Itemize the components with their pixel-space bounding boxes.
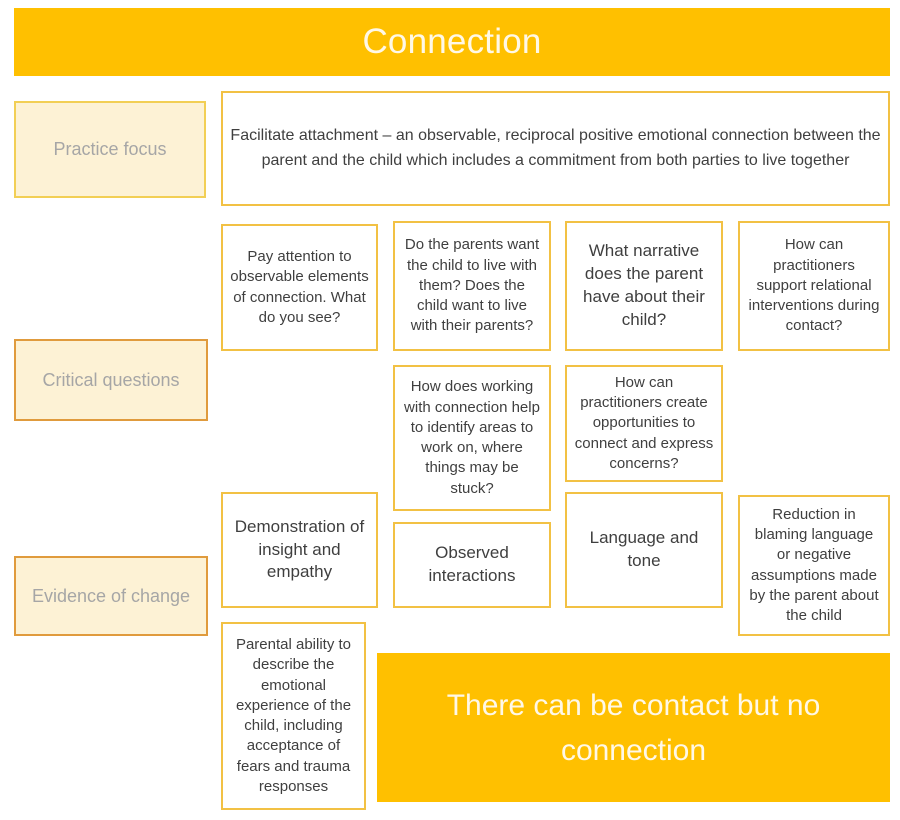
critical-question-text: What narrative does the parent have abou… xyxy=(583,241,705,329)
evidence-card: Observed interactions xyxy=(393,522,551,608)
evidence-text: Language and tone xyxy=(589,528,699,570)
evidence-text: Reduction in blaming language or negativ… xyxy=(749,505,879,624)
evidence-card: Parental ability to describe the emotion… xyxy=(221,622,366,810)
practice-focus-statement-card: Facilitate attachment – an observable, r… xyxy=(221,91,890,206)
evidence-card: Language and tone xyxy=(565,492,723,608)
evidence-text: Observed interactions xyxy=(428,543,516,585)
critical-question-card: How does working with connection help to… xyxy=(393,365,551,511)
critical-question-card: What narrative does the parent have abou… xyxy=(565,221,723,351)
critical-question-text: How can practitioners support relational… xyxy=(748,236,880,335)
evidence-text: Demonstration of insight and empathy xyxy=(234,516,365,582)
row-label-evidence-of-change-text: Evidence of change xyxy=(31,585,191,606)
critical-question-text: How can practitioners create opportuniti… xyxy=(574,373,714,472)
critical-question-card: How can practitioners create opportuniti… xyxy=(565,365,723,482)
row-label-practice-focus: Practice focus xyxy=(14,101,206,198)
critical-question-text: Pay attention to observable elements of … xyxy=(230,248,369,326)
row-label-practice-focus-text: Practice focus xyxy=(53,139,167,160)
critical-question-card: How can practitioners support relational… xyxy=(738,221,890,351)
footer-statement-text: There can be contact but no connection xyxy=(446,688,821,767)
critical-question-card: Pay attention to observable elements of … xyxy=(221,224,378,351)
critical-question-card: Do the parents want the child to live wi… xyxy=(393,221,551,351)
page-title: Connection xyxy=(362,22,542,61)
row-label-critical-questions-text: Critical questions xyxy=(42,369,180,390)
critical-question-text: Do the parents want the child to live wi… xyxy=(404,236,540,335)
row-label-evidence-of-change: Evidence of change xyxy=(14,556,208,636)
evidence-text: Parental ability to describe the emotion… xyxy=(235,636,352,795)
evidence-card: Reduction in blaming language or negativ… xyxy=(738,495,890,636)
footer-statement-banner: There can be contact but no connection xyxy=(377,653,890,802)
critical-question-text: How does working with connection help to… xyxy=(404,378,540,497)
page-title-banner: Connection xyxy=(14,8,890,76)
evidence-card: Demonstration of insight and empathy xyxy=(221,492,378,608)
row-label-critical-questions: Critical questions xyxy=(14,339,208,421)
practice-focus-statement-text: Facilitate attachment – an observable, r… xyxy=(230,126,881,169)
